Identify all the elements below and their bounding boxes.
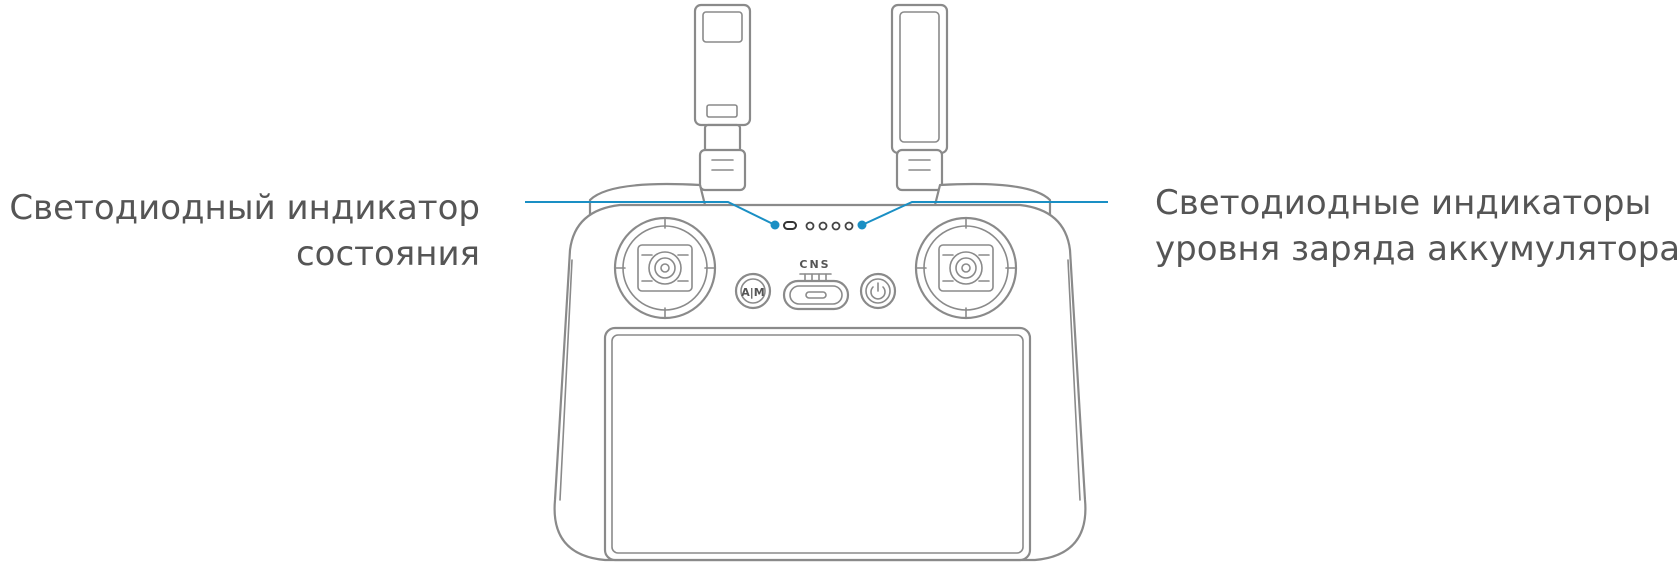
status-led-callout-line2: состояния — [295, 234, 480, 274]
status-led-callout: Светодиодный индикатор состояния — [9, 185, 480, 277]
status-led-callout-line1: Светодиодный индикатор — [9, 188, 480, 228]
flight-mode-button[interactable]: A|M — [734, 272, 772, 310]
battery-level-leds — [805, 221, 854, 231]
power-button[interactable] — [859, 272, 897, 310]
battery-leds-callout-line1: Светодиодные индикаторы — [1155, 183, 1652, 223]
left-antenna — [693, 3, 752, 192]
status-led — [783, 221, 797, 230]
right-antenna — [890, 3, 949, 192]
status-led-leader — [525, 201, 780, 230]
battery-leds-callout: Светодиодные индикаторы уровня заряда ак… — [1155, 180, 1680, 272]
touch-screen[interactable] — [603, 326, 1032, 562]
battery-led-1 — [805, 221, 815, 231]
svg-text:A|M: A|M — [741, 286, 764, 299]
battery-leds-callout-line2: уровня заряда аккумулятора — [1155, 229, 1680, 269]
battery-leds-leader — [857, 201, 1108, 230]
battery-led-4 — [844, 221, 854, 231]
cns-button[interactable]: CNS — [782, 258, 850, 311]
cns-label: CNS — [799, 258, 830, 271]
battery-led-2 — [818, 221, 828, 231]
left-control-stick[interactable] — [613, 216, 717, 320]
right-control-stick[interactable] — [914, 216, 1018, 320]
battery-led-3 — [831, 221, 841, 231]
